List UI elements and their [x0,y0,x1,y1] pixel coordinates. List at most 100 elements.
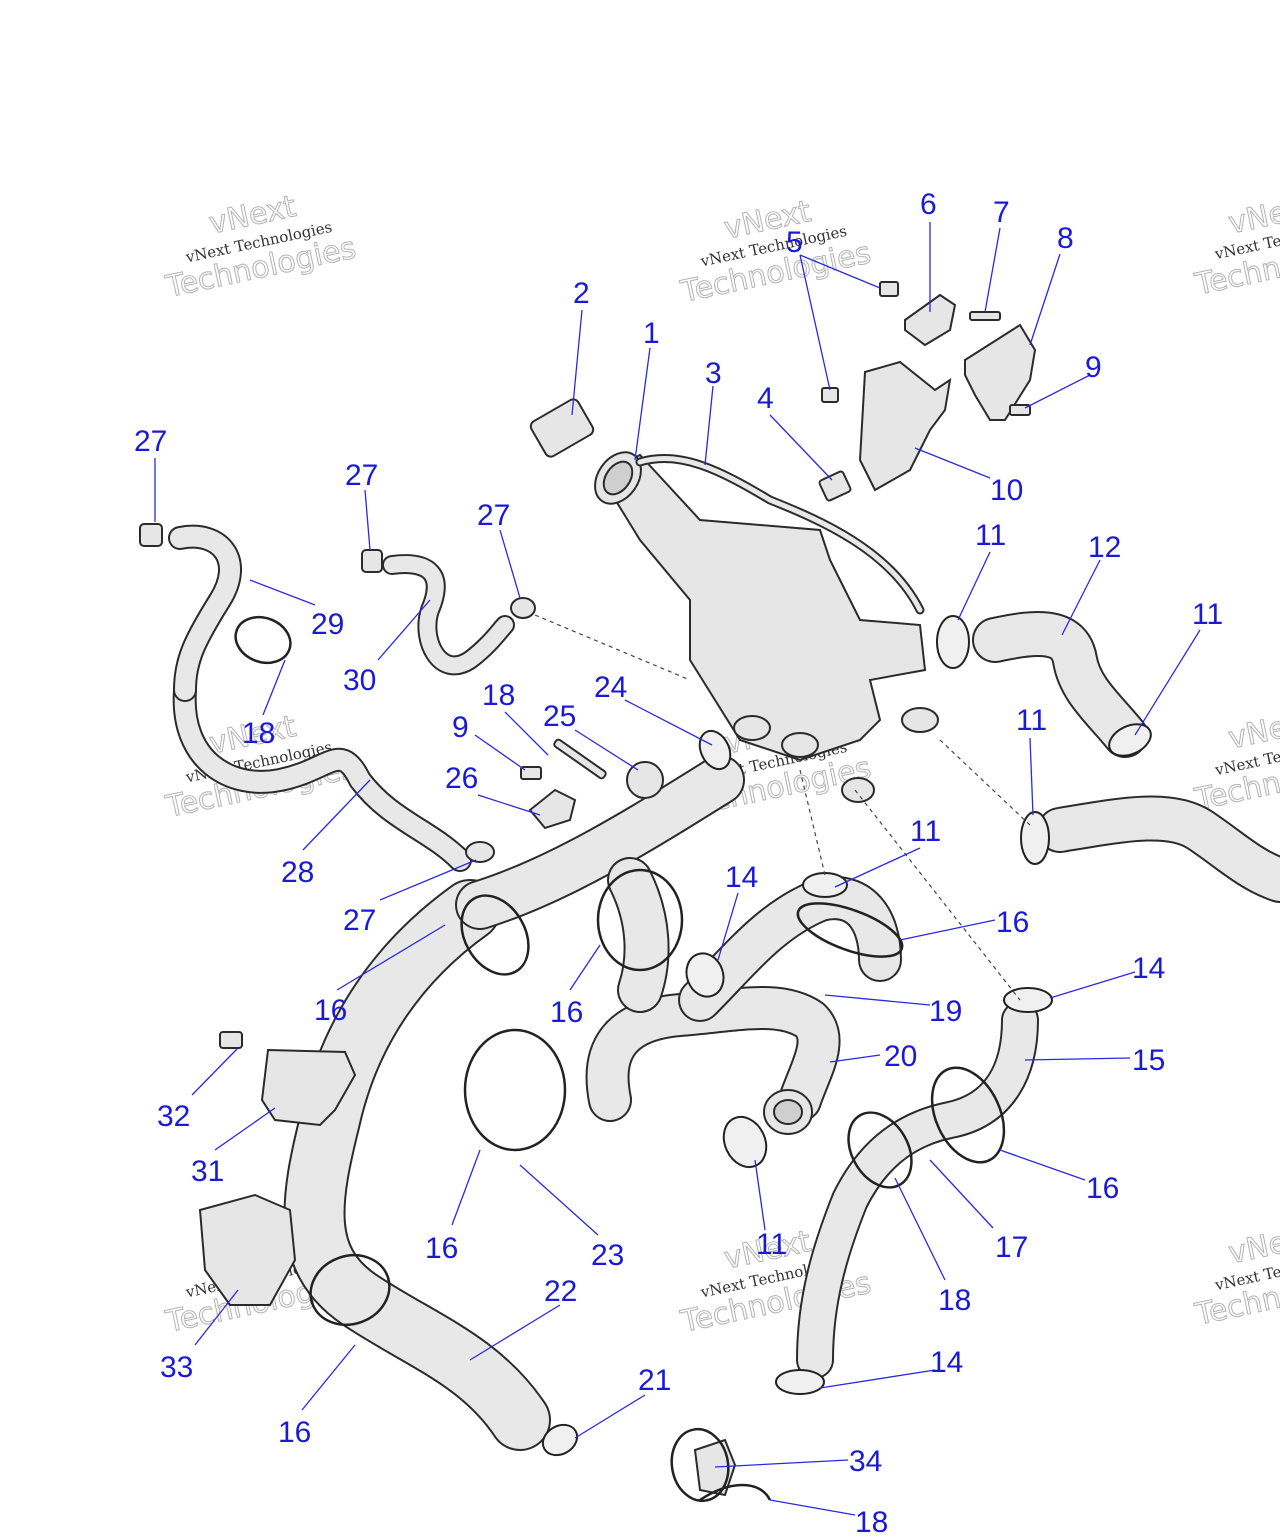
callout-28: 28 [281,856,314,889]
bracket-31 [260,1048,357,1127]
leader-17 [929,1159,994,1229]
coolant-reservoir [594,451,939,803]
callout-7: 7 [993,196,1010,229]
bracket-33 [198,1193,297,1306]
leader-16-a [336,924,446,991]
cap-27-a [139,523,163,547]
callout-25: 25 [543,700,576,733]
leader-18-a [262,659,286,716]
callout-4: 4 [757,382,774,415]
leader-16-f [301,1344,356,1411]
callout-33: 33 [160,1351,193,1384]
leader-5-lower [799,254,831,391]
callout-12: 12 [1088,531,1121,564]
bolt-5-lower [821,387,839,403]
ring-16-b [596,868,684,972]
leader-27-c [499,529,521,599]
leader-16-c [899,919,996,941]
ring-16-e [930,1066,1006,1164]
clip-24 [626,761,664,799]
callout-17: 17 [995,1231,1028,1264]
leader-28 [302,779,371,851]
leader-32 [191,1047,239,1096]
callout-numbers: 1 2 3 4 5 6 7 8 9 9 10 11 11 11 11 11 12… [134,188,1223,1536]
callout-18-top: 18 [482,679,515,712]
leader-3 [704,385,714,466]
leader-10 [914,447,991,479]
mounting-bracket-8 [964,323,1037,421]
callout-27-a: 27 [134,425,167,458]
callout-16-f: 16 [278,1416,311,1449]
callout-34: 34 [849,1445,882,1478]
clamp-21 [541,1423,579,1457]
callout-27-b: 27 [345,459,378,492]
wire-rings [234,615,1006,1503]
leader-27-b [364,489,371,551]
leader-11-c [1029,737,1034,816]
clamp-14-a [685,952,725,998]
callout-22: 22 [544,1275,577,1308]
leader-14-c [819,1369,936,1389]
clamp-14-b [1003,987,1053,1013]
leader-11-d [834,847,921,888]
alignment-lines [534,614,1031,1001]
callout-5: 5 [786,226,803,259]
leader-8 [1029,253,1061,346]
callout-16-e: 16 [1086,1172,1119,1205]
leader-2 [571,309,583,416]
mounting-bracket-10 [858,360,952,492]
leader-22 [469,1304,561,1361]
bolt-7 [969,311,1001,321]
leader-24 [624,699,713,746]
leader-16-b [569,944,601,991]
bracket-26 [528,788,577,830]
clamp-14-c [775,1369,825,1395]
leader-9-right [1024,374,1091,409]
callout-32: 32 [157,1100,190,1133]
callout-18-a: 18 [242,717,275,750]
callout-14-a: 14 [725,861,758,894]
leader-21 [574,1394,646,1439]
callout-29: 29 [311,608,344,641]
callout-16-b: 16 [550,996,583,1029]
callout-6: 6 [920,188,937,221]
leader-lines [154,222,1201,1516]
callout-1: 1 [643,317,660,350]
leader-16-d [451,1149,481,1226]
leader-23 [519,1164,599,1236]
callout-11-d: 11 [910,815,941,848]
ring-16-a [460,894,530,976]
callout-20: 20 [884,1040,917,1073]
clamp-11-a [936,615,970,669]
callout-23: 23 [591,1239,624,1272]
cap-27-b [361,549,383,573]
leader-14-a [717,892,739,961]
watermark-top-left: vNext vNext Technologies Technologies [162,189,360,306]
ring-18-b [847,1111,913,1189]
clamp-24-band [698,729,732,771]
leader-18-b [894,1177,946,1281]
watermark-bottom-right: vNext vNext Technologies Technologies [1191,1218,1280,1333]
clip-6 [904,293,957,347]
callout-19: 19 [929,995,962,1028]
callout-16-d: 16 [425,1232,458,1265]
leader-14-b [1049,971,1136,999]
hoses [168,524,1280,1451]
leader-9-left [474,734,526,771]
ring-16-c [796,902,904,958]
leader-1 [634,347,651,461]
callout-16-a: 16 [314,994,347,1027]
leader-7 [984,227,1001,313]
leader-29 [249,579,316,606]
clamp-11-c [1020,811,1050,865]
bolt-32 [219,1031,243,1049]
callout-21: 21 [638,1364,671,1397]
leader-20 [829,1054,881,1063]
callout-18-c: 18 [855,1506,888,1536]
callout-11-c: 11 [1016,704,1047,737]
leader-31 [214,1107,276,1151]
ring-18-a [234,615,292,665]
leader-16-e [999,1149,1086,1181]
leader-19 [824,994,931,1006]
